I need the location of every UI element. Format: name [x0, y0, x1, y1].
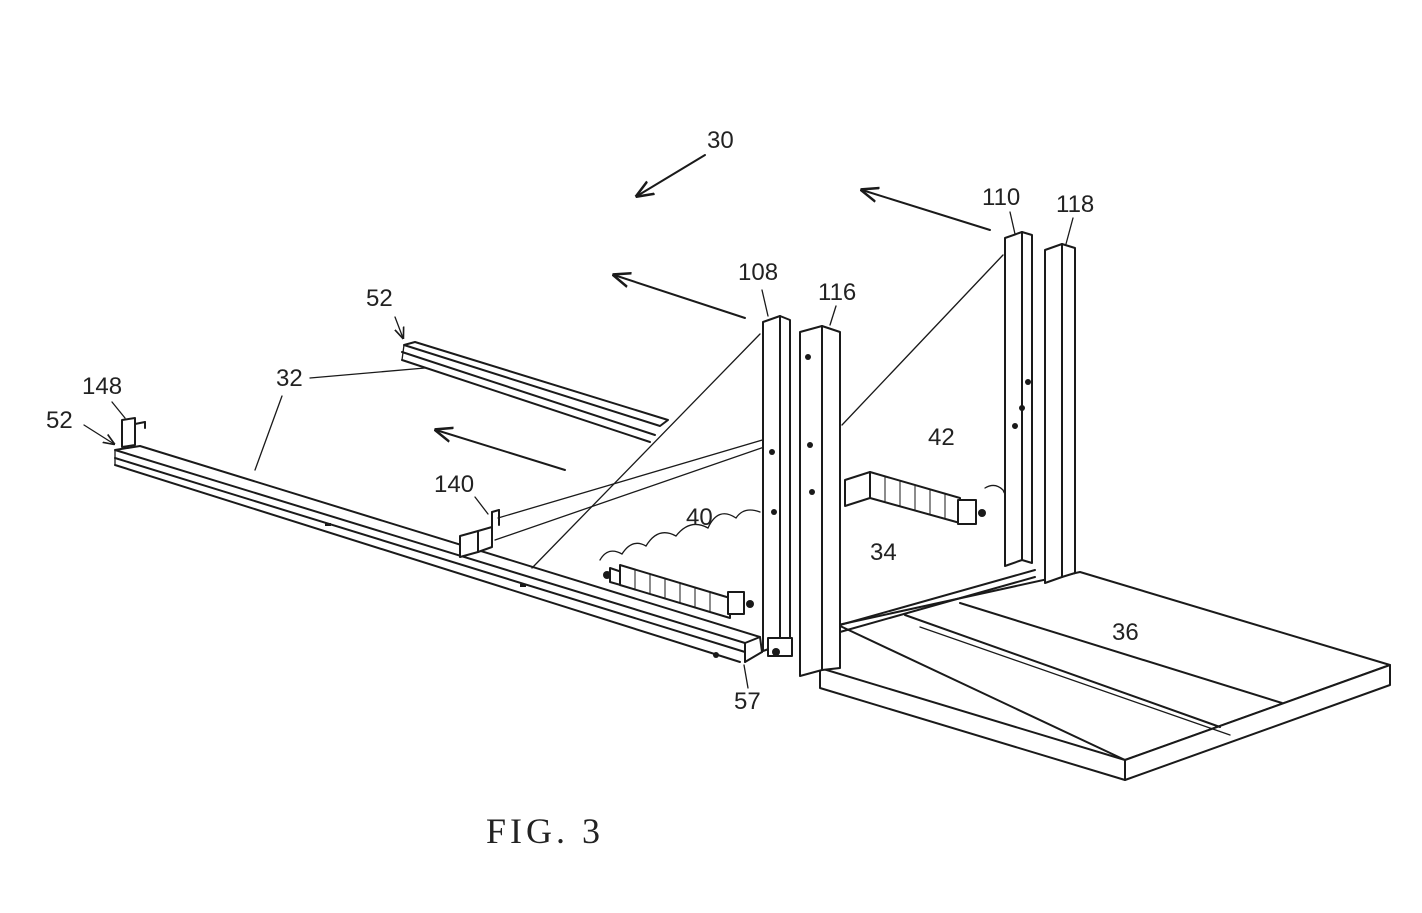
- direction-arrow-lower: [436, 430, 566, 471]
- label-52-upper: 52: [366, 285, 393, 312]
- label-42: 42: [928, 424, 955, 451]
- frame-34: [839, 569, 1036, 633]
- roller-57: [767, 637, 793, 657]
- motion-arrows: [436, 154, 991, 471]
- post-116: [799, 325, 841, 677]
- label-108: 108: [738, 259, 778, 286]
- post-118: [1044, 243, 1076, 584]
- direction-arrow-upper: [862, 190, 991, 231]
- label-57: 57: [734, 688, 761, 715]
- label-30: 30: [707, 127, 734, 154]
- reference-numerals: 30 110 118 108 116 52 32 148 52 42 140 4…: [46, 127, 1139, 715]
- label-52-lower: 52: [46, 407, 73, 434]
- label-148: 148: [82, 373, 122, 400]
- label-116: 116: [818, 279, 856, 306]
- direction-arrow-middle: [614, 275, 746, 319]
- label-118: 118: [1056, 191, 1094, 218]
- label-140: 140: [434, 471, 474, 498]
- actuator-42: [844, 471, 1016, 525]
- back-rail: [401, 341, 669, 443]
- post-110: [1004, 231, 1033, 567]
- label-32: 32: [276, 365, 303, 392]
- label-40: 40: [686, 504, 713, 531]
- post-108: [762, 315, 791, 652]
- cables: [494, 254, 1004, 569]
- front-rail: [114, 445, 763, 663]
- leader-lines: [83, 211, 1074, 689]
- label-110: 110: [982, 184, 1020, 211]
- actuator-40: [599, 509, 761, 619]
- direction-arrow-30: [637, 154, 706, 196]
- bracket-140: [459, 509, 500, 558]
- label-34: 34: [870, 539, 897, 566]
- label-36: 36: [1112, 619, 1139, 646]
- bracket-148: [121, 417, 146, 448]
- figure-caption: FIG. 3: [486, 811, 604, 851]
- platform-36: [819, 571, 1391, 781]
